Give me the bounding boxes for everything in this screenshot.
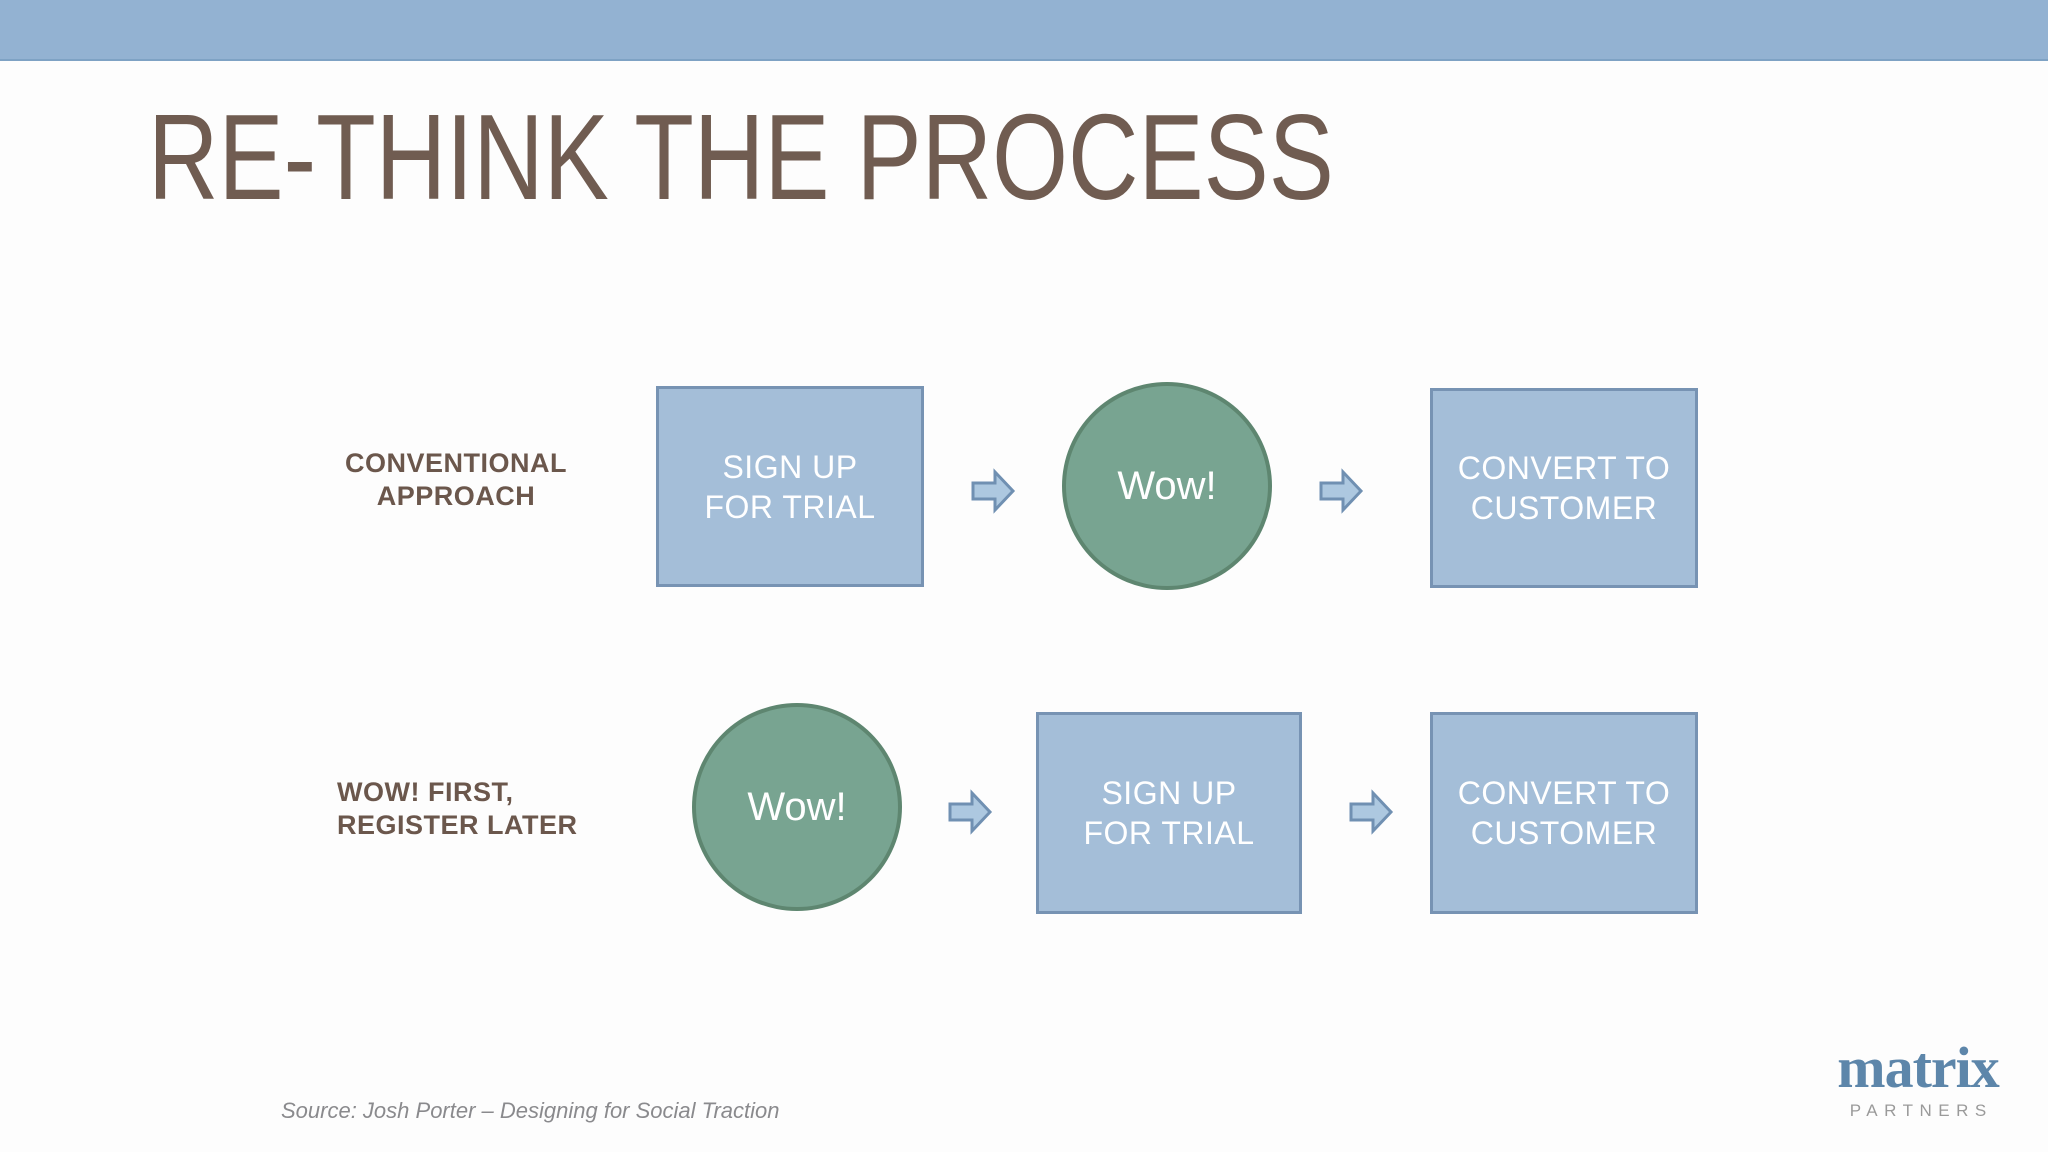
- row1-label-line1: CONVENTIONAL: [345, 448, 567, 478]
- row1-box1-text: SIGN UP FOR TRIAL: [704, 447, 875, 527]
- logo-tagline: PARTNERS: [1849, 1101, 1993, 1120]
- row2-label: WOW! FIRST, REGISTER LATER: [337, 776, 637, 842]
- logo-wordmark: matrix: [1837, 1035, 2000, 1100]
- row2-box1-text: SIGN UP FOR TRIAL: [1083, 773, 1254, 853]
- right-arrow-icon: [1319, 468, 1364, 514]
- row2-circle-text: Wow!: [747, 784, 847, 829]
- row2-label-line1: WOW! FIRST,: [337, 777, 514, 807]
- row1-box-sign-up-for-trial: SIGN UP FOR TRIAL: [656, 386, 924, 587]
- slide-accent-bar: [0, 0, 2048, 61]
- row1-box2-line1: CONVERT TO: [1457, 450, 1671, 486]
- row1-box-convert-to-customer: CONVERT TO CUSTOMER: [1430, 388, 1698, 588]
- row2-box1-line1: SIGN UP: [1101, 775, 1237, 811]
- row1-label: CONVENTIONAL APPROACH: [326, 447, 586, 513]
- row2-box-sign-up-for-trial: SIGN UP FOR TRIAL: [1036, 712, 1302, 914]
- row1-circle-text: Wow!: [1117, 463, 1217, 508]
- right-arrow-icon: [948, 789, 993, 835]
- row1-box2-text: CONVERT TO CUSTOMER: [1458, 448, 1670, 528]
- row1-wow-circle: Wow!: [1062, 382, 1272, 590]
- row2-label-line2: REGISTER LATER: [337, 810, 578, 840]
- row2-box-convert-to-customer: CONVERT TO CUSTOMER: [1430, 712, 1698, 914]
- slide-title: RE-THINK THE PROCESS: [148, 89, 1334, 225]
- row2-box2-line2: CUSTOMER: [1470, 815, 1658, 851]
- row2-wow-circle: Wow!: [692, 703, 902, 911]
- row2-box1-line2: FOR TRIAL: [1083, 815, 1255, 851]
- row1-label-line2: APPROACH: [376, 481, 536, 511]
- source-citation: Source: Josh Porter – Designing for Soci…: [281, 1098, 780, 1123]
- right-arrow-icon: [971, 468, 1016, 514]
- matrix-partners-logo: matrix PARTNERS: [1824, 1038, 2012, 1121]
- row2-box2-text: CONVERT TO CUSTOMER: [1458, 773, 1670, 853]
- row1-box2-line2: CUSTOMER: [1470, 490, 1658, 526]
- row2-box2-line1: CONVERT TO: [1457, 775, 1671, 811]
- row1-box1-line2: FOR TRIAL: [704, 488, 876, 525]
- right-arrow-icon: [1349, 789, 1394, 835]
- row1-box1-line1: SIGN UP: [722, 448, 858, 485]
